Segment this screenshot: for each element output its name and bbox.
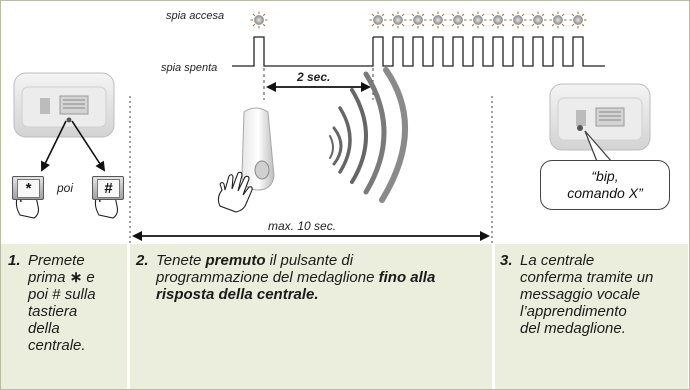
led-lamp-icon <box>489 11 507 29</box>
led-lamp-icon <box>389 11 407 29</box>
medallion-fob <box>241 107 275 191</box>
step-1-line: centrale. <box>28 337 86 354</box>
led-lamp-icon <box>449 11 467 29</box>
step-3-line: conferma tramite un <box>520 269 654 286</box>
step-2-bold-end: fino alla risposta della centrale. <box>156 269 436 303</box>
led-lamp-icon <box>509 11 527 29</box>
hash-key: # <box>92 176 124 200</box>
control-unit-left <box>13 72 115 138</box>
label-spia-spenta: spia spenta <box>161 62 218 74</box>
star-key: * <box>12 176 44 200</box>
led-pulse-train <box>373 36 605 67</box>
step-1-text: 1. Premete prima ∗ e poi # sulla tastier… <box>8 252 123 354</box>
panel-divider <box>492 244 495 389</box>
step-3-line: La centrale <box>520 252 595 269</box>
step-2-bold: premuto <box>205 252 266 269</box>
led-lamp-icon <box>529 11 547 29</box>
star-glyph: ∗ <box>69 269 83 286</box>
led-lamp-icon <box>250 11 268 29</box>
instructions-panel <box>1 244 688 389</box>
step-1-line-suffix: e <box>82 269 95 286</box>
step-2-pre: Tenete <box>156 252 206 269</box>
led-lamp-icon <box>369 11 387 29</box>
hand-icon <box>217 171 253 213</box>
step-1-line: poi # sulla <box>28 286 96 303</box>
speech-bubble-line: “bip, <box>591 168 619 184</box>
step-1-line-text: prima <box>28 269 70 286</box>
pointer-arrow <box>41 120 67 172</box>
step-3-text: 3. La centrale conferma tramite un messa… <box>500 252 685 337</box>
step-2-number: 2. <box>136 252 149 269</box>
step-1-number: 1. <box>8 252 21 269</box>
star-key-label: * <box>17 179 40 198</box>
step-3-number: 3. <box>500 252 513 269</box>
led-indicator-row <box>250 11 587 29</box>
control-unit-right <box>549 83 651 151</box>
step-2-text: 2. Tenete premuto il pulsante di program… <box>136 252 466 303</box>
panel-divider <box>127 244 130 389</box>
pulse-train-path <box>373 36 605 67</box>
interval-label: 2 sec. <box>297 70 331 84</box>
step-3-line: l’apprendimento <box>520 303 627 320</box>
speech-bubble-line: comando X” <box>567 185 643 201</box>
step-1-line: prima ∗ e <box>28 269 96 286</box>
signal-waves-icon <box>329 67 409 203</box>
pointer-arrow <box>71 120 106 172</box>
range-label: max. 10 sec. <box>268 219 337 233</box>
step-1-line: Premete <box>28 252 85 269</box>
step-3-line: messaggio vocale <box>520 286 641 303</box>
poi-label: poi <box>57 181 74 195</box>
led-lamp-icon <box>469 11 487 29</box>
step-1-line: tastiera <box>28 303 78 320</box>
step-3-line: del medaglione. <box>520 320 626 337</box>
hash-key-label: # <box>97 179 120 198</box>
label-spia-accesa: spia accesa <box>166 10 225 22</box>
speech-bubble: “bip, comando X” <box>540 160 670 210</box>
step-2-mid: il pulsante di programmazione del medagl… <box>156 252 379 286</box>
led-lamp-icon <box>569 11 587 29</box>
led-lamp-icon <box>429 11 447 29</box>
step-1-line: della <box>28 320 60 337</box>
led-waveform <box>232 36 374 67</box>
led-lamp-icon <box>549 11 567 29</box>
led-lamp-icon <box>409 11 427 29</box>
